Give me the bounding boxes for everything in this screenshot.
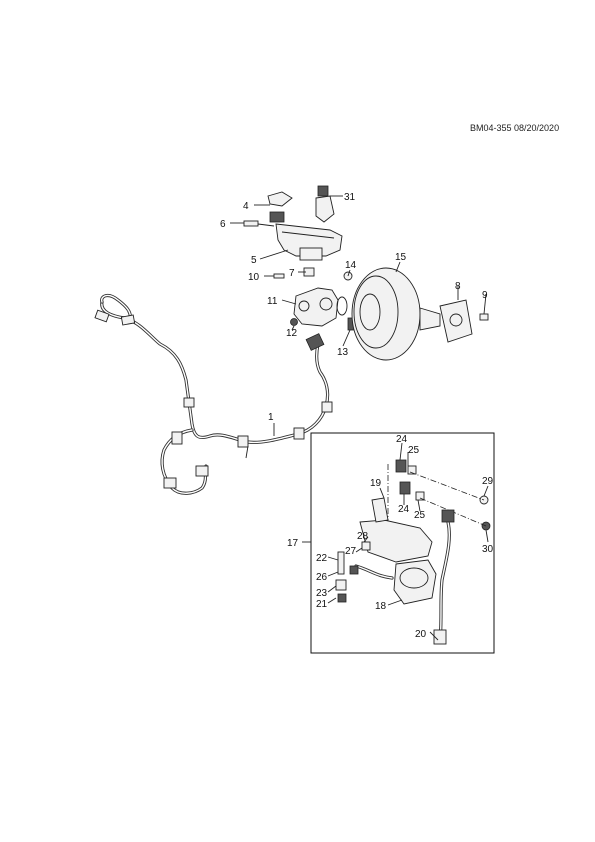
callout-6: 6 [220,219,226,230]
callout-5: 5 [251,255,257,266]
callout-12: 12 [286,328,298,339]
master-cylinder [273,271,355,331]
brake-booster [351,267,489,361]
callout-24-top: 24 [396,434,408,445]
callout-8: 8 [455,281,461,292]
callout-9: 9 [482,290,488,301]
callout-23: 23 [316,588,328,599]
callout-18: 18 [375,601,387,612]
callout-7: 7 [289,268,295,279]
callout-28: 28 [357,531,369,542]
brake-fluid-reservoir [243,185,343,277]
electric-vacuum-pump-assembly [335,459,491,645]
inset-frame [310,432,495,654]
callout-labels: 1 4 5 6 7 8 9 10 11 12 13 14 15 17 18 19… [220,192,494,640]
diagram-reference-code: BM04-355 08/20/2020 [470,123,560,133]
callout-31: 31 [344,192,356,203]
callout-13: 13 [337,347,349,358]
callout-1: 1 [268,412,274,423]
callout-15: 15 [395,252,407,263]
leader-lines [230,195,489,641]
callout-4: 4 [243,201,249,212]
callout-10: 10 [248,272,260,283]
callout-27: 27 [345,546,357,557]
callout-25-top: 25 [408,445,420,456]
vacuum-hose-assembly [94,293,333,495]
callout-30: 30 [482,544,494,555]
callout-21: 21 [316,599,328,610]
callout-22: 22 [316,553,328,564]
callout-24-bottom: 24 [398,504,410,515]
callout-29: 29 [482,476,494,487]
callout-20: 20 [415,629,427,640]
callout-19: 19 [370,478,382,489]
callout-11: 11 [267,296,278,307]
callout-17: 17 [287,538,299,549]
callout-25-bottom: 25 [414,510,426,521]
callout-14: 14 [345,260,357,271]
callout-26: 26 [316,572,328,583]
